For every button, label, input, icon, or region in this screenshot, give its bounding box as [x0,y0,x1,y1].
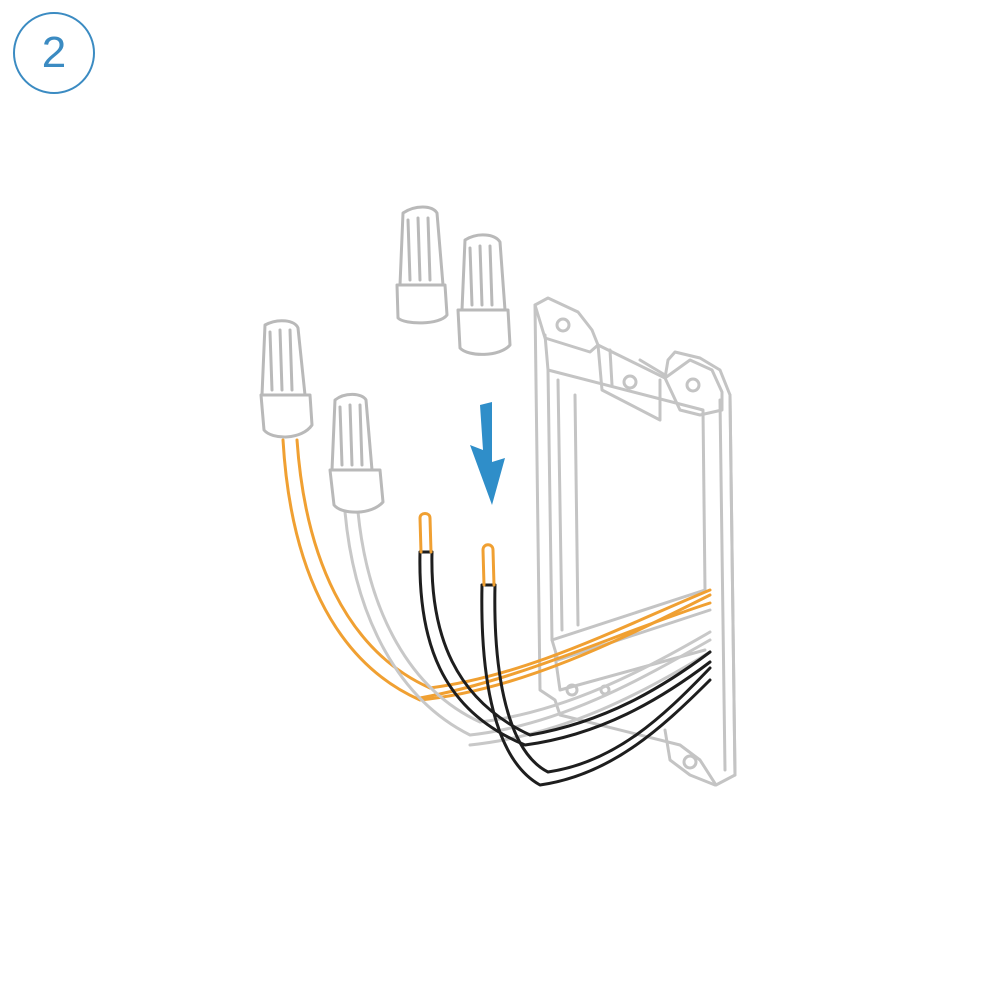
stripped-wire-ends [418,512,496,587]
wire-connector-4 [328,392,385,514]
wire-connector-2 [456,233,512,356]
wire-connector-1 [395,205,449,325]
wire-connector-3 [259,319,314,439]
step-number-badge: 2 [13,12,95,94]
gray-wire [343,510,712,747]
wire-connectors [259,205,512,514]
arrow-down-icon [470,402,505,505]
step-number: 2 [41,28,67,77]
